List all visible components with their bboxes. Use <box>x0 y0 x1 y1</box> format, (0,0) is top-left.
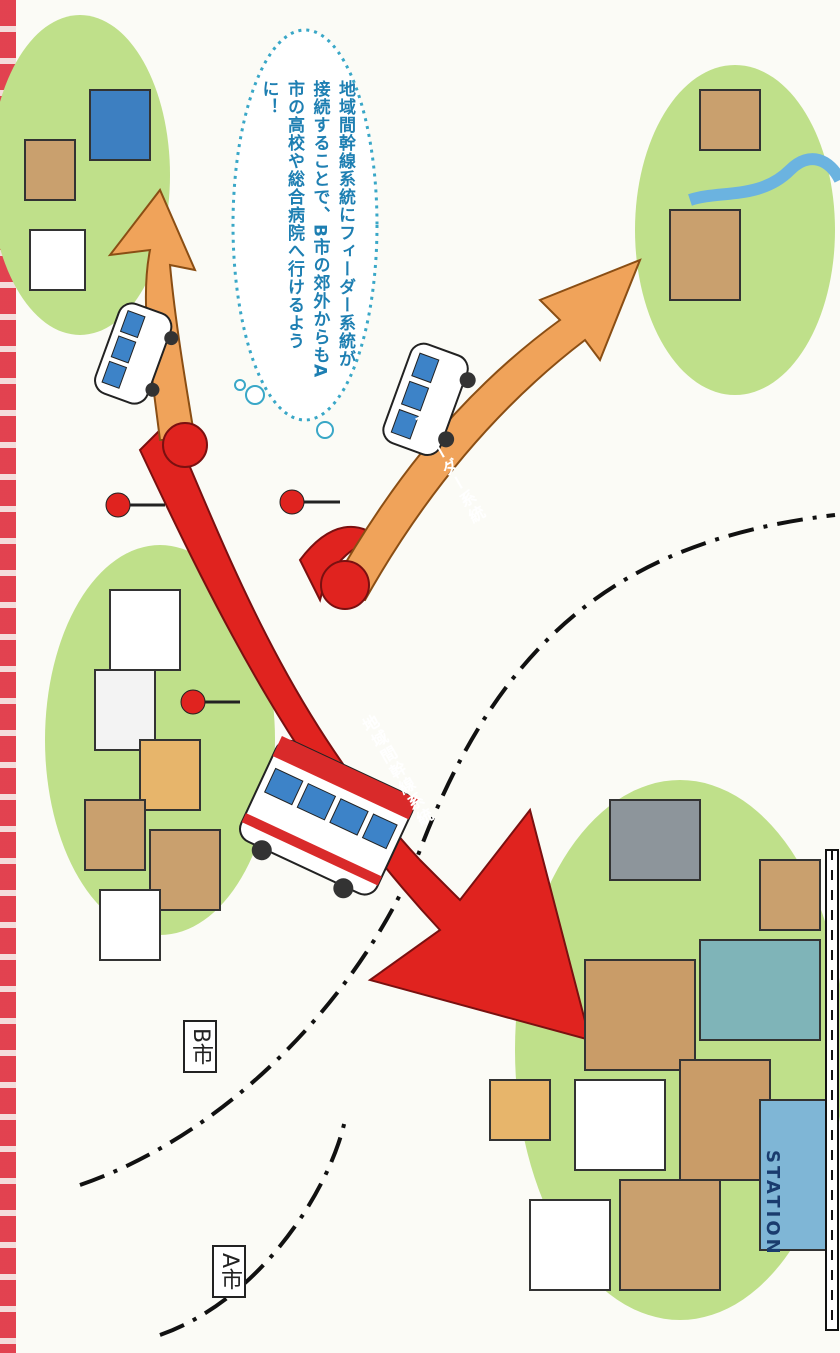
trunk-bus <box>239 736 418 899</box>
station-sign: STATION <box>762 1150 783 1257</box>
suburb-east-houses <box>669 89 840 301</box>
city-boundary-b <box>79 513 836 1187</box>
bubble-dot-3 <box>234 379 246 391</box>
speech-bubble-text: 地域間幹線系統にフィーダー系統が接続することで、B市の郊外からもA市の高校や総合… <box>258 80 356 379</box>
bubble-dot-2 <box>245 385 265 405</box>
speech-bubble <box>231 28 379 422</box>
city-b-label: B市 <box>183 1020 217 1074</box>
city-boundary-a <box>159 1119 347 1337</box>
title-strip <box>0 0 16 1353</box>
feeder-route-arrow-east <box>328 258 642 602</box>
bubble-dot-1 <box>316 421 334 439</box>
trunk-route-arrow <box>138 418 592 1042</box>
bus-stop-2 <box>279 489 340 515</box>
city-a-label: A市 <box>212 1245 246 1299</box>
handshake-north <box>162 422 208 468</box>
bus-stop-3 <box>180 689 240 715</box>
b-city-buildings <box>84 589 221 961</box>
bus-stop-1 <box>105 492 165 518</box>
feeder-van-east <box>382 342 476 457</box>
suburb-north-houses <box>24 89 151 291</box>
handshake-east <box>320 560 370 610</box>
feeder-van-north <box>94 302 179 405</box>
a-city-buildings <box>489 799 831 1291</box>
